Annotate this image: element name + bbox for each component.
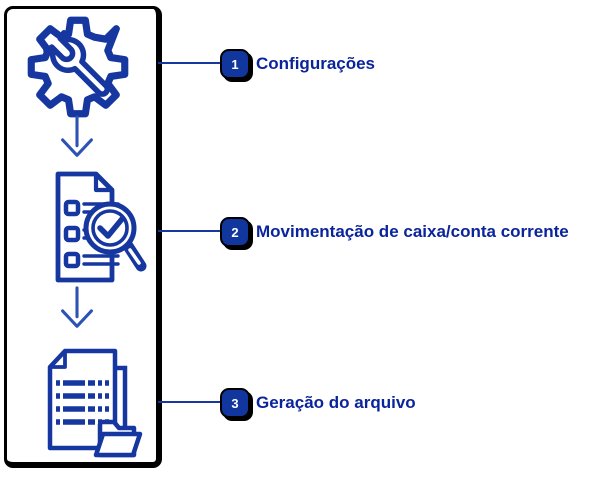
- step-badge-1: 1: [220, 49, 250, 79]
- arrow-down-icon: [57, 285, 97, 333]
- gear-wrench-icon: [23, 12, 133, 122]
- documents-folder-icon: [42, 344, 147, 464]
- step-badge-2: 2: [220, 217, 250, 247]
- checklist-magnifier-icon: [48, 170, 148, 285]
- connector-line: [158, 401, 224, 403]
- step-badge-3: 3: [220, 388, 250, 418]
- step-label-1: Configurações: [256, 54, 376, 73]
- step-number: 2: [231, 224, 239, 240]
- step-number: 3: [231, 395, 239, 411]
- step-number: 1: [231, 56, 239, 72]
- step-label-3: Geração do arquivo: [256, 393, 416, 412]
- connector-line: [158, 230, 224, 232]
- arrow-down-icon: [57, 114, 97, 162]
- step-label-2: Movimentação de caixa/conta corrente: [256, 222, 569, 241]
- connector-line: [158, 62, 224, 64]
